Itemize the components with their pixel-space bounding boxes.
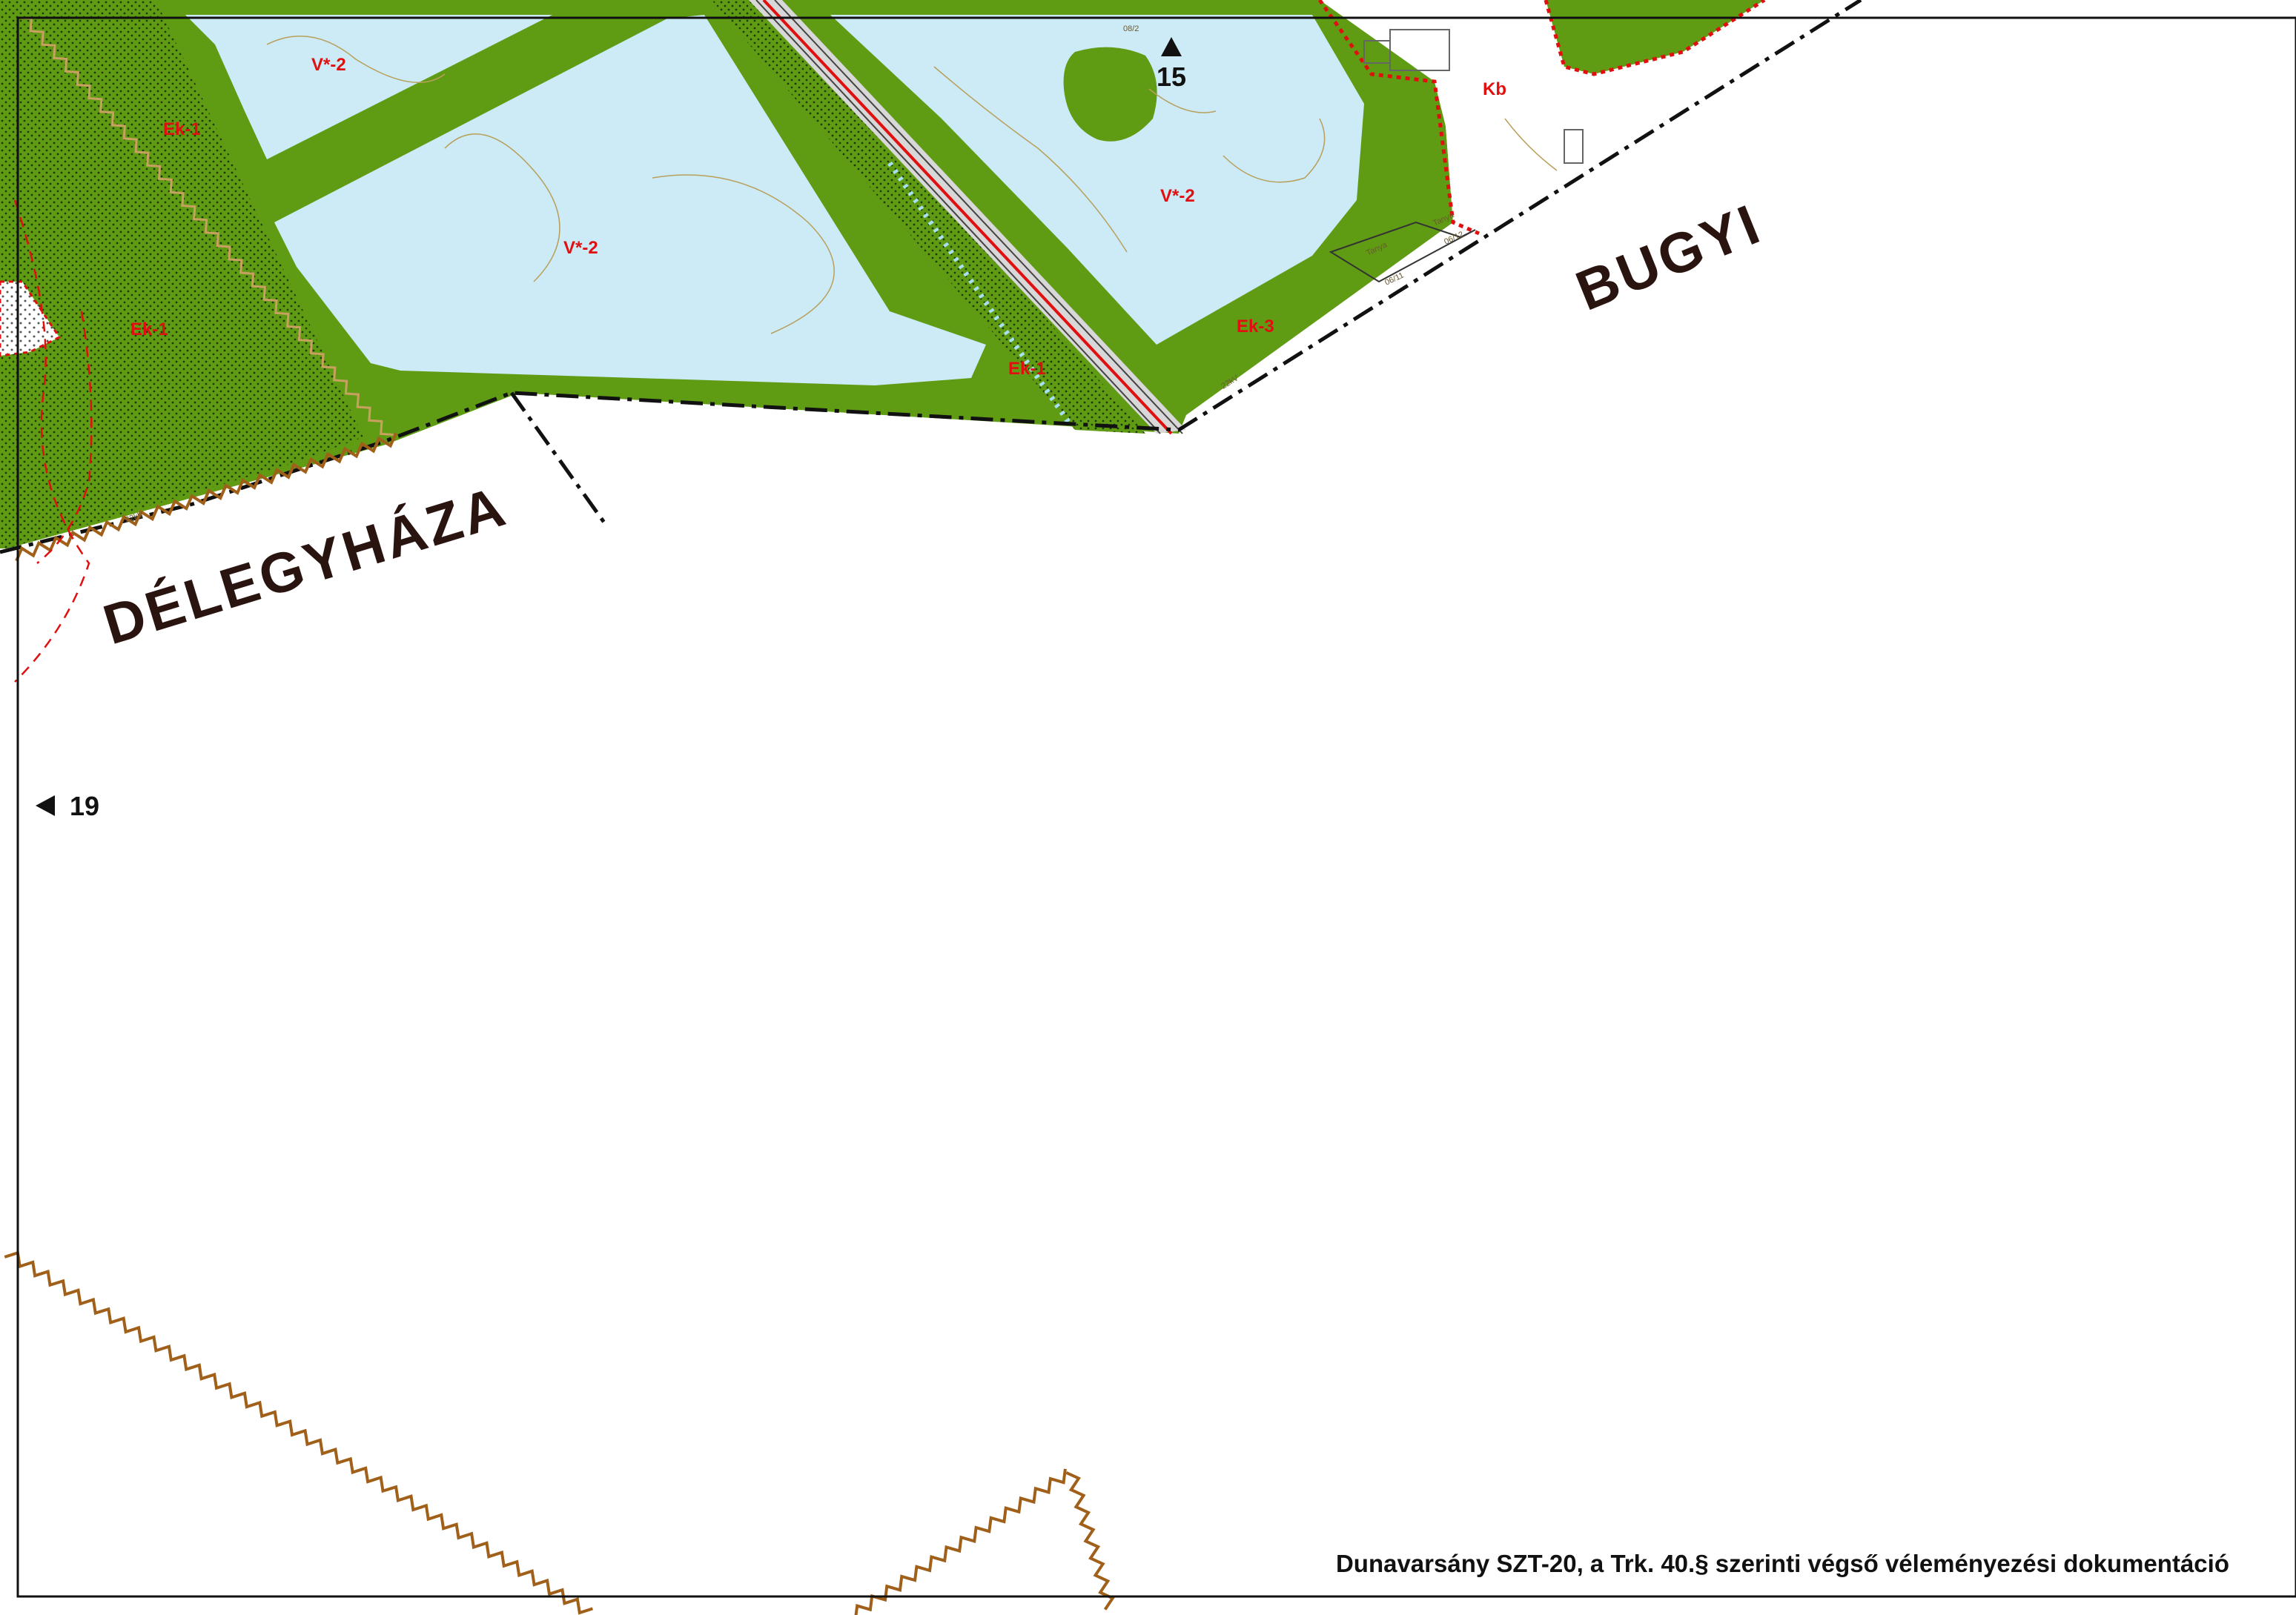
admin-boundary bbox=[0, 0, 1862, 554]
arrow-left-icon bbox=[36, 795, 55, 816]
protection-line-lower-stub bbox=[1065, 1471, 1115, 1611]
arrow-up-icon bbox=[1161, 37, 1182, 56]
tanya-plot bbox=[1329, 221, 1476, 283]
zone-label-v2-central: V*-2 bbox=[563, 238, 598, 258]
sheet-ref-west: 19 bbox=[70, 791, 99, 821]
forest-patch-north-border bbox=[1544, 0, 1766, 76]
map-frame bbox=[16, 16, 2296, 1598]
zone-label-v2-north: V*-2 bbox=[311, 55, 346, 75]
protection-line-lower-east bbox=[854, 1468, 1067, 1615]
red-dashed-line-west bbox=[13, 199, 90, 683]
zone-label-kb: Kb bbox=[1483, 79, 1506, 99]
zone-label-ek1-rail: Ek-1 bbox=[1008, 359, 1046, 379]
protection-line-lower bbox=[4, 1250, 594, 1615]
red-dashed-line-west-2 bbox=[36, 311, 93, 564]
building-3 bbox=[1564, 129, 1584, 164]
protection-line-west-forest bbox=[19, 16, 394, 436]
parcel-area-kb bbox=[1320, 0, 1883, 230]
zone-label-ek3: Ek-3 bbox=[1237, 316, 1274, 336]
parcel-area-kb-border bbox=[1317, 0, 1480, 236]
sheet-ref-north: 15 bbox=[1157, 62, 1186, 92]
footer-caption: Dunavarsány SZT-20, a Trk. 40.§ szerinti… bbox=[1335, 1550, 2229, 1577]
zone-label-v2-east: V*-2 bbox=[1160, 186, 1195, 206]
forest-dotted-strip-west bbox=[0, 0, 363, 548]
lake-central bbox=[274, 15, 986, 385]
place-name-bugyi: BUGYI bbox=[1568, 192, 1771, 322]
railway-red-line bbox=[762, 0, 1173, 435]
island bbox=[1063, 47, 1157, 142]
contour-lines bbox=[266, 36, 1558, 334]
railway-track-line bbox=[774, 0, 1183, 434]
admin-boundary-branch bbox=[509, 391, 606, 524]
lake-west-top bbox=[185, 15, 552, 159]
zone-label-ek1-west: Ek-1 bbox=[130, 319, 168, 339]
zone-label-ek1-north: Ek-1 bbox=[163, 119, 201, 139]
protection-line-upper bbox=[15, 432, 397, 562]
railway-track-line-2 bbox=[755, 0, 1161, 434]
label-parcel-08-2: 08/2 bbox=[1123, 24, 1139, 33]
forest-dotted-strip-east bbox=[712, 0, 1145, 434]
building-2 bbox=[1389, 29, 1450, 71]
lake-north-east bbox=[830, 15, 1364, 345]
